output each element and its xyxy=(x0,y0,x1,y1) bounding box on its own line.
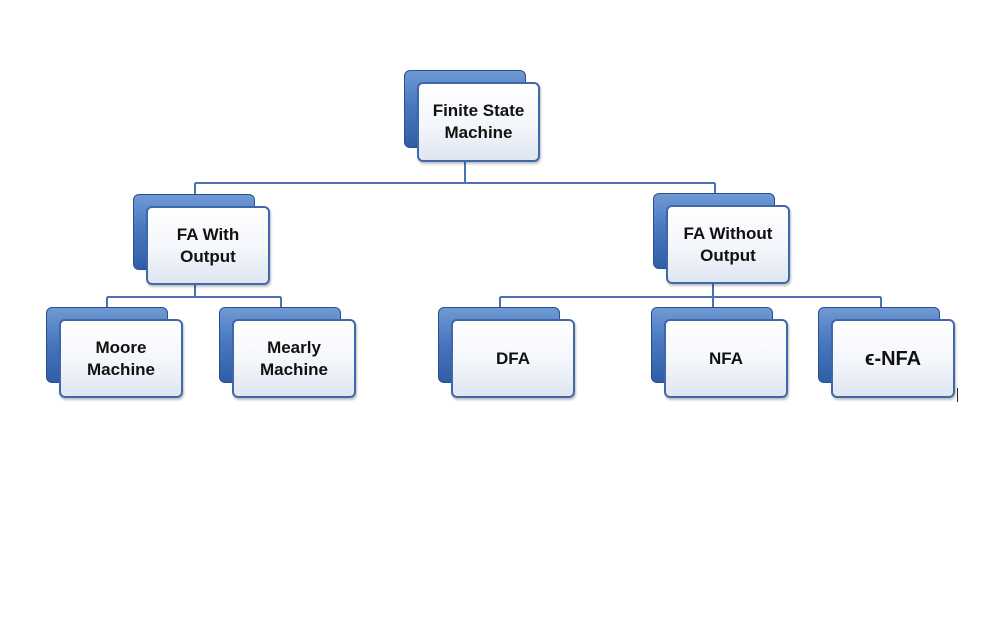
node-box: Mearly Machine xyxy=(232,319,356,398)
node-box: NFA xyxy=(664,319,788,398)
node-label-nfa: NFA xyxy=(709,348,743,368)
node-label-mearly-machine: Mearly Machine xyxy=(259,337,329,379)
node-box: FA Without Output xyxy=(666,205,790,284)
node-label-moore-machine: Moore Machine xyxy=(86,337,156,379)
node-label-root: Finite State Machine xyxy=(432,101,525,142)
node-box: DFA xyxy=(451,319,575,398)
node-label-epsilon-nfa: ϵ-NFA xyxy=(864,347,922,370)
node-label-dfa: DFA xyxy=(496,348,530,368)
text-cursor-mark xyxy=(957,388,958,402)
node-label-fa-without-output: FA Without Output xyxy=(683,223,773,265)
node-box: FA With Output xyxy=(146,206,270,285)
node-box: Moore Machine xyxy=(59,319,183,398)
node-label-fa-with-output: FA With Output xyxy=(176,224,240,266)
node-box: Finite State Machine xyxy=(417,82,540,162)
node-box: ϵ-NFA xyxy=(831,319,955,398)
